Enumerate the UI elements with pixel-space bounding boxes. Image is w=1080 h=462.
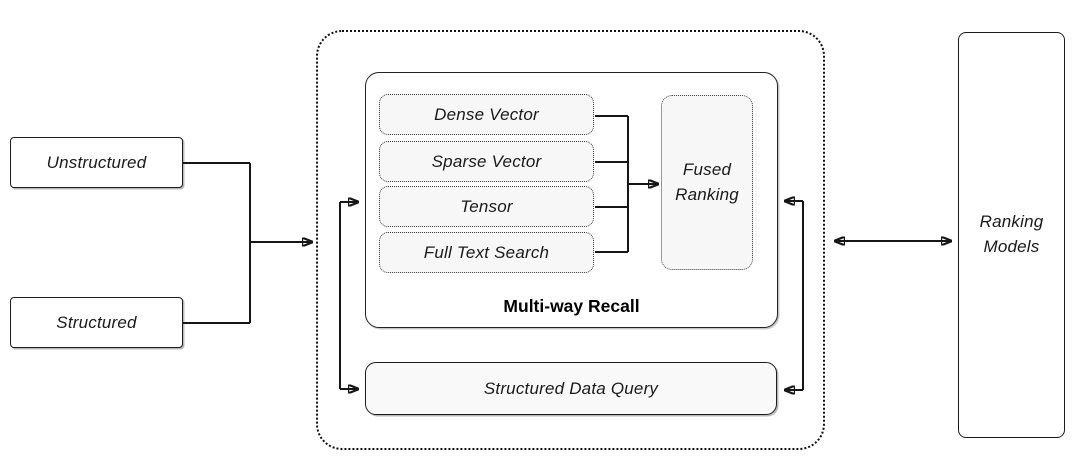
multi-way-recall-group: Dense Vector Sparse Vector Tensor Full T… <box>365 72 778 328</box>
node-structured-label: Structured <box>56 312 137 332</box>
multi-way-recall-title: Multi-way Recall <box>503 296 640 316</box>
node-structured: Structured <box>10 297 183 348</box>
node-sparse-vector-label: Sparse Vector <box>431 151 542 171</box>
node-full-text-search: Full Text Search <box>379 232 594 273</box>
node-fused-ranking: Fused Ranking <box>661 95 753 270</box>
node-dense-vector-label: Dense Vector <box>434 104 539 124</box>
node-sparse-vector: Sparse Vector <box>379 141 594 182</box>
node-tensor-label: Tensor <box>460 196 513 216</box>
node-tensor: Tensor <box>379 186 594 227</box>
node-unstructured: Unstructured <box>10 137 183 188</box>
node-structured-data-query: Structured Data Query <box>365 362 777 415</box>
node-unstructured-label: Unstructured <box>46 152 147 172</box>
node-fused-ranking-label: Fused Ranking <box>675 159 739 204</box>
pipeline-container <box>316 30 825 450</box>
node-ranking-models-label: Ranking Models <box>979 212 1044 256</box>
connector-inputs-to-pipeline <box>183 162 312 324</box>
node-dense-vector: Dense Vector <box>379 94 594 135</box>
node-ranking-models: Ranking Models <box>958 32 1065 438</box>
node-full-text-search-label: Full Text Search <box>423 242 550 262</box>
node-structured-data-query-label: Structured Data Query <box>483 378 659 398</box>
